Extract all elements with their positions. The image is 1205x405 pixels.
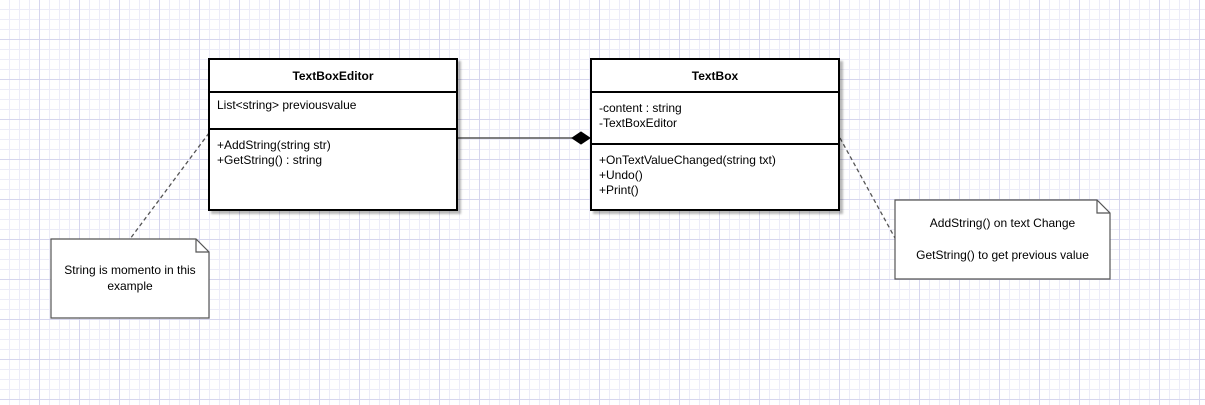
note-shape <box>50 238 210 319</box>
method-item: +AddString(string str) <box>217 138 331 152</box>
usage-note[interactable]: AddString() on text Change GetString() t… <box>894 199 1111 280</box>
attribute-item: -content : string <box>599 101 682 115</box>
method-item: +Undo() <box>599 168 643 182</box>
memento-note[interactable]: String is momento in this example <box>50 238 210 319</box>
class-textbox[interactable]: TextBox -content : string -TextBoxEditor… <box>590 58 840 211</box>
note-line: GetString() to get previous value <box>916 248 1089 262</box>
composition-diamond-icon <box>571 131 591 145</box>
method-item: +Print() <box>599 183 639 197</box>
note-line: String is momento in this <box>64 263 196 277</box>
note-line: example <box>107 279 153 293</box>
memento-note-anchor-line[interactable] <box>129 132 210 240</box>
class-name: TextBoxEditor <box>210 60 456 93</box>
attribute-item: -TextBoxEditor <box>599 116 678 130</box>
attributes-compartment: -content : string -TextBoxEditor <box>592 93 838 143</box>
note-line: AddString() on text Change <box>929 216 1076 230</box>
class-textbox-editor[interactable]: TextBoxEditor List<string> previousvalue… <box>208 58 458 211</box>
methods-compartment: +OnTextValueChanged(string txt) +Undo() … <box>592 143 838 201</box>
note-shape <box>894 199 1111 280</box>
attribute-item: List<string> previousvalue <box>217 98 357 112</box>
method-item: +OnTextValueChanged(string txt) <box>599 153 776 167</box>
class-name: TextBox <box>592 60 838 93</box>
attributes-compartment: List<string> previousvalue <box>210 93 456 128</box>
note-text: AddString() on text Change GetString() t… <box>894 215 1111 263</box>
usage-note-anchor-line[interactable] <box>839 137 896 239</box>
method-item: +GetString() : string <box>217 153 323 167</box>
note-text: String is momento in this example <box>50 262 210 294</box>
methods-compartment: +AddString(string str) +GetString() : st… <box>210 128 456 171</box>
